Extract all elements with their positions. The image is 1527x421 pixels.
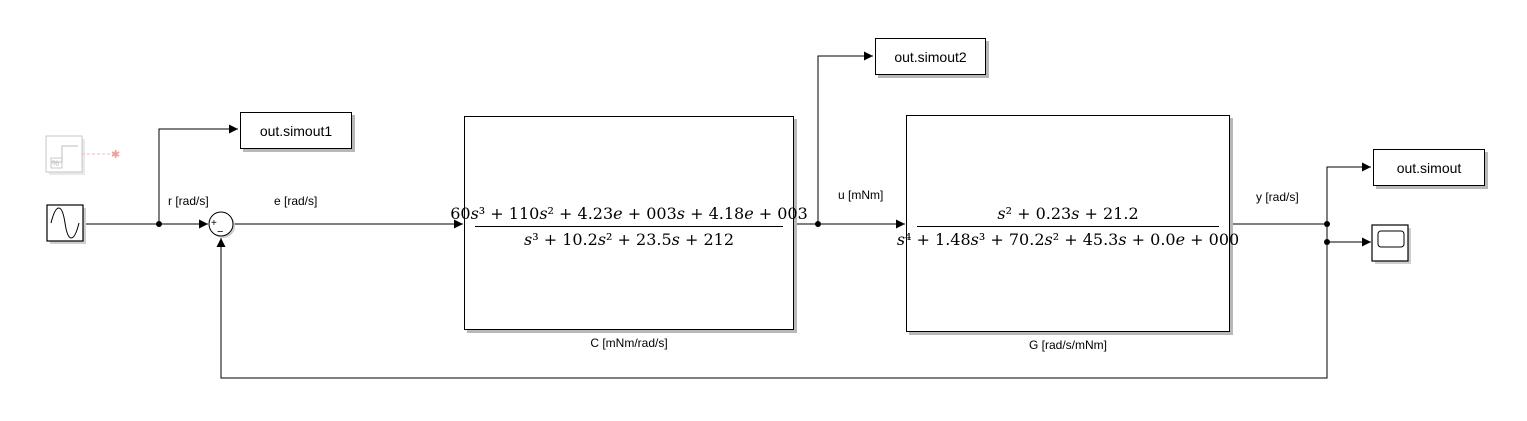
sum-minus-sign: − xyxy=(217,226,223,238)
branch-point-feedback xyxy=(1324,239,1330,245)
percent-label: % xyxy=(52,159,59,168)
plant-transfer-fcn-fraction: s² + 0.23s + 21.2 s⁴ + 1.48s³ + 70.2s² +… xyxy=(897,204,1239,249)
branch-point-y xyxy=(1324,221,1330,227)
to-workspace-label-simout1: out.simout1 xyxy=(259,122,333,139)
plant-block-name: G [rad/s/mNm] xyxy=(1028,338,1107,352)
signal-label-y: y [rad/s] xyxy=(1256,190,1299,204)
branch-point-u xyxy=(815,221,821,227)
plant-transfer-fcn-block[interactable]: s² + 0.23s + 21.2 s⁴ + 1.48s³ + 70.2s² +… xyxy=(897,115,1239,332)
signal-line-y-to-scope[interactable] xyxy=(1326,224,1371,247)
to-workspace-label-simout2: out.simout2 xyxy=(894,48,967,65)
signal-line-r-to-simout1[interactable] xyxy=(158,124,238,224)
sum-block[interactable]: + − xyxy=(208,211,235,238)
disabled-step-block[interactable]: % ✱ xyxy=(45,135,120,175)
plant-fraction-bar xyxy=(917,226,1219,227)
to-workspace-block-simout2[interactable]: out.simout2 xyxy=(875,38,986,75)
branch-point-r xyxy=(156,221,162,227)
to-workspace-block-simout1[interactable]: out.simout1 xyxy=(240,112,352,149)
sine-wave-block[interactable] xyxy=(46,204,86,244)
sine-wave-icon xyxy=(50,207,80,239)
step-icon xyxy=(51,145,78,163)
disabled-end-marker: ✱ xyxy=(111,148,120,161)
signal-label-u: u [mNm] xyxy=(838,188,884,202)
controller-transfer-fcn-block[interactable]: 60s³ + 110s² + 4.23e + 003s + 4.18e + 00… xyxy=(450,116,808,330)
controller-numerator: 60s³ + 110s² + 4.23e + 003s + 4.18e + 00… xyxy=(450,204,808,223)
feedback-line[interactable] xyxy=(216,238,1328,379)
signal-label-e: e [rad/s] xyxy=(274,194,318,208)
controller-block-name: C [mNm/rad/s] xyxy=(590,336,668,350)
to-workspace-label-simout: out.simout xyxy=(1396,159,1462,176)
controller-denominator: s³ + 10.2s² + 23.5s + 212 xyxy=(523,230,735,249)
signal-label-r: r [rad/s] xyxy=(168,194,209,208)
controller-transfer-fcn-fraction: 60s³ + 110s² + 4.23e + 003s + 4.18e + 00… xyxy=(450,204,808,249)
controller-fraction-bar xyxy=(475,226,783,227)
plant-numerator: s² + 0.23s + 21.2 xyxy=(997,204,1139,223)
signal-line-u-to-simout2[interactable] xyxy=(817,51,873,224)
plant-denominator: s⁴ + 1.48s³ + 70.2s² + 45.3s + 0.0e + 00… xyxy=(896,230,1240,249)
to-workspace-block-simout[interactable]: out.simout xyxy=(1373,149,1485,186)
scope-icon xyxy=(1377,230,1405,248)
scope-block[interactable] xyxy=(1371,224,1411,264)
signal-line-y-to-simout[interactable] xyxy=(1326,162,1371,224)
sum-plus-sign: + xyxy=(211,218,217,229)
